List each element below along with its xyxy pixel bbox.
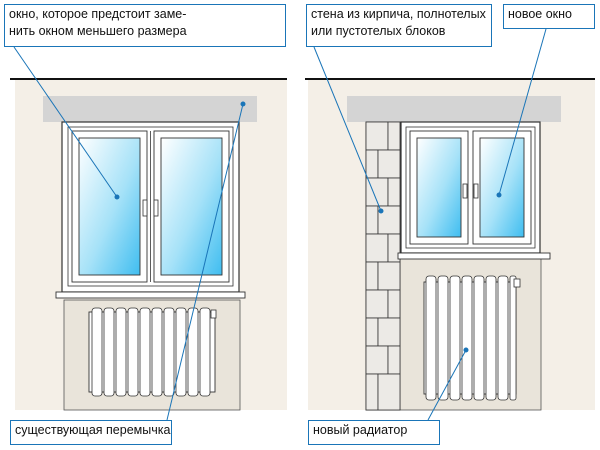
left-panel-before (10, 78, 287, 411)
old-window-handles (142, 199, 159, 217)
label-new-window-text: новое окно (508, 7, 573, 21)
leader-lintel (166, 103, 244, 421)
old-window-sill (55, 291, 246, 299)
label-new-radiator-text: новый радиатор (313, 423, 408, 437)
new-window-sill (397, 252, 551, 260)
label-brick-wall-line-1: стена из кирпича, полнотелых (311, 7, 486, 21)
label-new-radiator: новый радиатор (308, 420, 440, 445)
new-window (397, 121, 551, 260)
old-window-left-glass (78, 137, 141, 276)
brick-infill-wall (365, 121, 401, 411)
label-brick-wall-line-2: или пустотелых блоков (311, 24, 446, 38)
label-window-to-replace-line-1: окно, которое предстоит заме- (9, 7, 187, 21)
new-window-left-glass (416, 137, 462, 238)
leader-wall (313, 46, 382, 212)
label-existing-lintel: существующая перемычка (10, 420, 172, 445)
old-radiator (88, 307, 217, 397)
leader-radiator (427, 349, 467, 421)
new-radiator (423, 275, 521, 401)
right-panel-after (305, 78, 595, 411)
new-window-handles (462, 183, 479, 199)
label-existing-lintel-text: существующая перемычка (15, 423, 171, 437)
leader-replace (13, 46, 118, 198)
old-window-right-glass (160, 137, 223, 276)
old-window (55, 121, 246, 299)
leader-new-window (498, 28, 547, 196)
leader-lines (13, 28, 547, 421)
label-brick-wall: стена из кирпича, полнотелых или пустоте… (306, 4, 492, 47)
new-window-right-glass (479, 137, 525, 238)
label-window-to-replace: окно, которое предстоит заме- нить окном… (4, 4, 286, 47)
existing-lintel (43, 96, 257, 122)
right-lintel (347, 96, 561, 122)
label-new-window: новое окно (503, 4, 595, 29)
label-window-to-replace-line-2: нить окном меньшего размера (9, 24, 187, 38)
